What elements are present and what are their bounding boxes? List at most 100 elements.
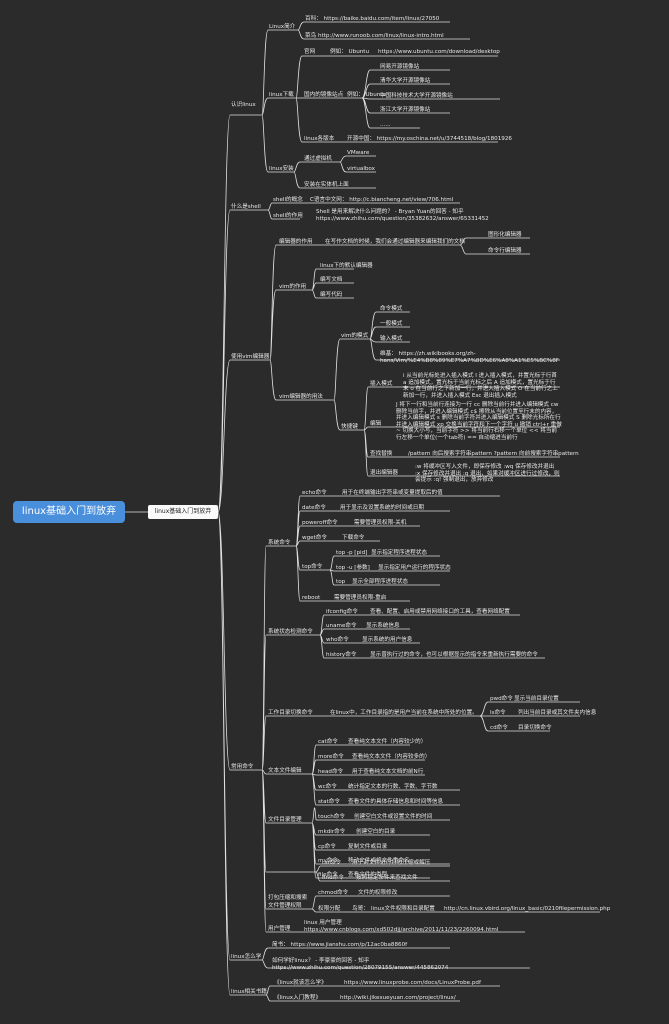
node-date[interactable]: date命令 (302, 505, 326, 511)
node-editor-role-desc[interactable]: 在写作文档的时候，我们会通过编辑器来编辑我们的文档 (325, 239, 465, 245)
node-stat[interactable]: stat命令 (318, 799, 340, 805)
node-vim-docs[interactable]: 编写文档 (320, 277, 343, 283)
node-who[interactable]: who命令 (326, 637, 349, 643)
node-oschina[interactable]: 开源中国： https://my.oschina.net/u/3744518/b… (347, 136, 512, 142)
node-user-management-url[interactable]: linux 用户管理 https://www.cnblogs.com/xd502… (304, 920, 499, 933)
node-find-desc[interactable]: 按照指定条件来查找文件 (356, 875, 418, 881)
node-poweroff-desc[interactable]: 需要管理员权限-关机 (354, 520, 407, 526)
node-shell-concept-url[interactable]: C语言中文网： http://c.biancheng.net/view/706.… (310, 197, 454, 203)
node-editor-role[interactable]: 编辑器的作用 (279, 239, 313, 245)
node-vmware[interactable]: VMware (347, 150, 370, 156)
node-workdir-commands[interactable]: 工作目录切换命令 (268, 710, 313, 716)
node-chmod[interactable]: chmod命令 (318, 890, 349, 896)
node-top-all-desc[interactable]: 显示全部程序进程状态 (352, 579, 408, 585)
node-vim-usage[interactable]: vim编辑器的用法 (279, 394, 323, 400)
node-know-linux[interactable]: 认识linux (231, 102, 256, 108)
node-user-management[interactable]: 用户管理 (268, 926, 291, 932)
node-books[interactable]: linux相关书籍 (231, 989, 267, 995)
node-mkdir[interactable]: mkdir命令 (318, 829, 346, 835)
node-physical[interactable]: 安装在实体机上面 (304, 182, 349, 188)
node-chmod-desc[interactable]: 文件的权限修改 (358, 890, 398, 896)
node-book-1[interactable]: 《linux就该怎么学》 (274, 980, 327, 986)
node-what-is-shell[interactable]: 什么是shell (231, 204, 261, 210)
node-edit-keys[interactable]: 编辑 (370, 421, 382, 427)
node-exit-editor[interactable]: 退出编辑器 (370, 470, 398, 476)
node-pwd[interactable]: pwd命令 (490, 696, 513, 702)
node-search-desc[interactable]: /pattern 向后搜索字符串pattern ?pattern 向前搜索字符串… (408, 451, 579, 457)
node-cmd-mode[interactable]: 命令模式 (380, 306, 403, 312)
node-top-all[interactable]: top (336, 579, 346, 585)
node-book-2-url[interactable]: http://wiki.jikexueyuan.com/project/linu… (340, 995, 456, 1001)
node-reboot-desc[interactable]: 需要管理员权限-重启 (334, 595, 387, 601)
node-mirror-more[interactable]: ...... (380, 122, 391, 128)
node-eg-ubuntu[interactable]: 例如： Ubuntu (330, 49, 370, 55)
node-book-2[interactable]: 《linux入门教程》 (274, 995, 322, 1001)
node-poweroff[interactable]: poweroff命令 (302, 520, 338, 526)
node-official[interactable]: 官网 (304, 49, 316, 55)
node-tar-desc[interactable]: 用于对文件进行打包压缩或解压 (352, 860, 431, 866)
node-wget-desc[interactable]: 下载命令 (342, 535, 365, 541)
node-shell-role-answer[interactable]: Shell 是用来解决什么问题的？ - Bryan Yuan的回答 - 知乎 h… (316, 209, 489, 222)
node-cat[interactable]: cat命令 (318, 739, 338, 745)
node-pwd-desc[interactable]: 显示当前目录位置 (514, 696, 559, 702)
node-niaoge-desc[interactable]: linux文件权限和目录配置 (371, 906, 435, 912)
node-search-replace[interactable]: 查找替换 (370, 451, 393, 457)
node-cli-editor[interactable]: 命令行编辑器 (488, 248, 522, 254)
node-ifconfig[interactable]: ifconfig命令 (326, 609, 358, 615)
node-uname[interactable]: uname命令 (326, 623, 357, 629)
node-touch[interactable]: touch命令 (318, 814, 345, 820)
node-wc-desc[interactable]: 统计指定文本的行数、字数、字节数 (348, 784, 438, 790)
node-virtualbox[interactable]: virtualbox (347, 166, 375, 172)
node-mkdir-desc[interactable]: 创建空白的目录 (356, 829, 396, 835)
node-vm[interactable]: 通过虚拟机 (304, 156, 332, 162)
node-insert-keys[interactable]: 插入模式 (370, 381, 393, 387)
node-uname-desc[interactable]: 显示系统信息 (366, 623, 400, 629)
node-file[interactable]: file命令 (318, 872, 338, 878)
node-shell-concept[interactable]: shell的概念 (273, 197, 303, 203)
node-eg-ubuntu-2[interactable]: 例如： Ubuntu (347, 92, 387, 98)
node-common-commands[interactable]: 常用命令 (231, 764, 254, 770)
node-jianshu[interactable]: 简书： https://www.jianshu.com/p/12ac0ba886… (272, 942, 408, 948)
node-cd[interactable]: cd命令 (490, 725, 508, 731)
node-tar[interactable]: tar命令 (322, 860, 342, 866)
node-top-pid[interactable]: top -p [pid] (336, 550, 368, 556)
node-cat-desc[interactable]: 查看纯文本文件（内容较少的） (348, 739, 427, 745)
node-system-commands[interactable]: 系统命令 (268, 540, 291, 546)
node-echo[interactable]: echo命令 (302, 490, 327, 496)
node-mirror-zju[interactable]: 浙江大学开源镜像站 (380, 107, 431, 113)
node-insert-mode[interactable]: 输入模式 (380, 336, 403, 342)
node-niaoge[interactable]: 鸟哥： (352, 906, 369, 912)
node-ifconfig-desc[interactable]: 查看、配置、启用或禁用网络接口的工具，查看网络配置 (370, 609, 510, 615)
node-edit-keys-desc[interactable]: J 将下一行和当前行连接为一行 cc 删除当前行并进入编辑模式 cw 删除当前字… (396, 402, 562, 441)
node-linux-intro[interactable]: Linux简介 (269, 24, 296, 30)
node-history[interactable]: history命令 (326, 652, 357, 658)
node-more[interactable]: more命令 (318, 754, 344, 760)
node-runoob[interactable]: 菜鸟 http://www.runoob.com/linux/linux-int… (305, 33, 444, 39)
node-permission[interactable]: 文件管理权限 (268, 903, 302, 909)
node-reboot[interactable]: reboot (302, 595, 321, 601)
node-pack-search[interactable]: 打包压缩和搜索 (268, 895, 308, 901)
node-echo-desc[interactable]: 用于在终端输出字符串或变量提取后的值 (342, 490, 443, 496)
node-vim-modes[interactable]: vim的模式 (341, 333, 369, 339)
node-how-to-learn[interactable]: linux怎么学 (231, 954, 262, 960)
node-vim-default[interactable]: linux下的默认编辑器 (320, 263, 373, 269)
node-ls-desc[interactable]: 列出当前目录或其文件夹内信息 (518, 710, 597, 716)
node-versions[interactable]: linux各版本 (304, 136, 335, 142)
node-mirrors[interactable]: 国内的镜像站点 (304, 92, 344, 98)
node-wget[interactable]: wget命令 (302, 535, 327, 541)
node-date-desc[interactable]: 用于显示及设置系统的时间或日期 (340, 505, 424, 511)
node-use-vim[interactable]: 使用vim编辑器 (231, 354, 270, 360)
node-file-management[interactable]: 文件目录管理 (268, 817, 302, 823)
node-vim-code[interactable]: 编写代码 (320, 292, 343, 298)
node-top-user-desc[interactable]: 显示指定用户运行的程序状态 (378, 565, 451, 571)
node-baike[interactable]: 百科： https://baike.baidu.com/item/linux/2… (305, 16, 440, 22)
node-cd-desc[interactable]: 目录切换命令 (518, 725, 552, 731)
node-who-desc[interactable]: 显示系统的用户信息 (362, 637, 413, 643)
node-cp[interactable]: cp命令 (318, 844, 336, 850)
node-find[interactable]: find命令 (322, 875, 344, 881)
node-top-user[interactable]: top -u [参数] (336, 565, 370, 571)
node-exit-desc[interactable]: :w 将缓冲区写入文件，即保存修改 :wq 保存修改并退出 :x 保存修改并退出… (415, 464, 560, 483)
node-head-desc[interactable]: 用于查看纯文本文档的前N行 (352, 769, 424, 775)
node-mirror-163[interactable]: 网易开源镜像站 (380, 64, 420, 70)
node-mv[interactable]: mv命令 (318, 858, 338, 864)
